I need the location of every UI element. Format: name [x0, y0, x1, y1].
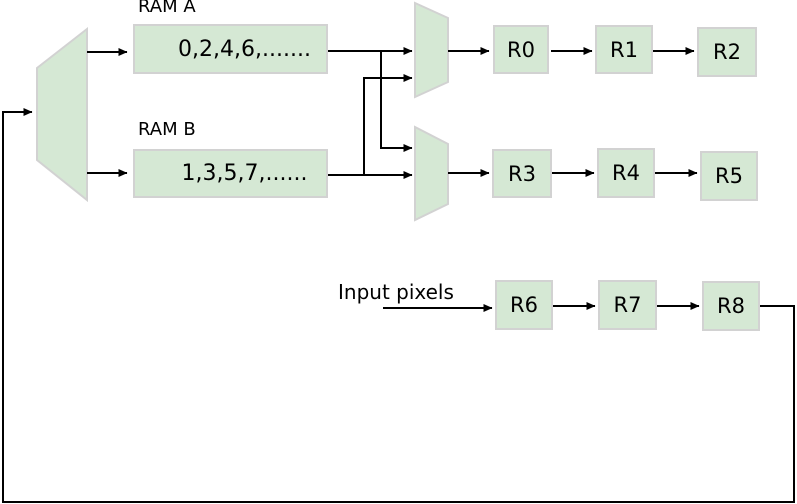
register-r5-label: R5: [715, 164, 743, 188]
register-r2-label: R2: [713, 40, 741, 64]
register-r0-label: R0: [507, 37, 535, 62]
register-r5: R5: [700, 151, 758, 201]
register-r4-label: R4: [612, 161, 640, 185]
register-r2: R2: [697, 27, 757, 77]
ram-b-title: RAM B: [138, 119, 196, 140]
ram-a-title: RAM A: [138, 0, 196, 17]
output-mux-bottom-shape: [414, 125, 449, 222]
ram-b-block: 1,3,5,7,......: [133, 149, 328, 198]
ram-a-block: 0,2,4,6,.......: [133, 24, 328, 74]
ram-a-to-mux-bottom-branch-wire: [380, 51, 413, 152]
ram-b-to-mux-top-branch-wire: [363, 74, 413, 175]
input-pixels-label: Input pixels: [338, 280, 454, 304]
input-demux-shape: [36, 26, 88, 203]
register-r8-label: R8: [717, 294, 745, 318]
register-r3: R3: [492, 149, 552, 198]
register-r3-label: R3: [508, 161, 536, 186]
register-r7: R7: [598, 280, 657, 330]
register-r6-label: R6: [510, 293, 538, 317]
register-r7-label: R7: [613, 293, 642, 317]
ram-a-contents: 0,2,4,6,.......: [178, 36, 311, 62]
register-r0: R0: [493, 25, 549, 74]
register-r4: R4: [597, 148, 655, 198]
register-r1: R1: [595, 25, 653, 74]
output-mux-top-shape: [414, 1, 449, 99]
register-r8: R8: [702, 281, 760, 331]
register-r1-label: R1: [610, 37, 638, 62]
ram-b-contents: 1,3,5,7,......: [181, 161, 308, 186]
register-r6: R6: [495, 280, 553, 330]
feedback-wire: [2, 108, 795, 503]
